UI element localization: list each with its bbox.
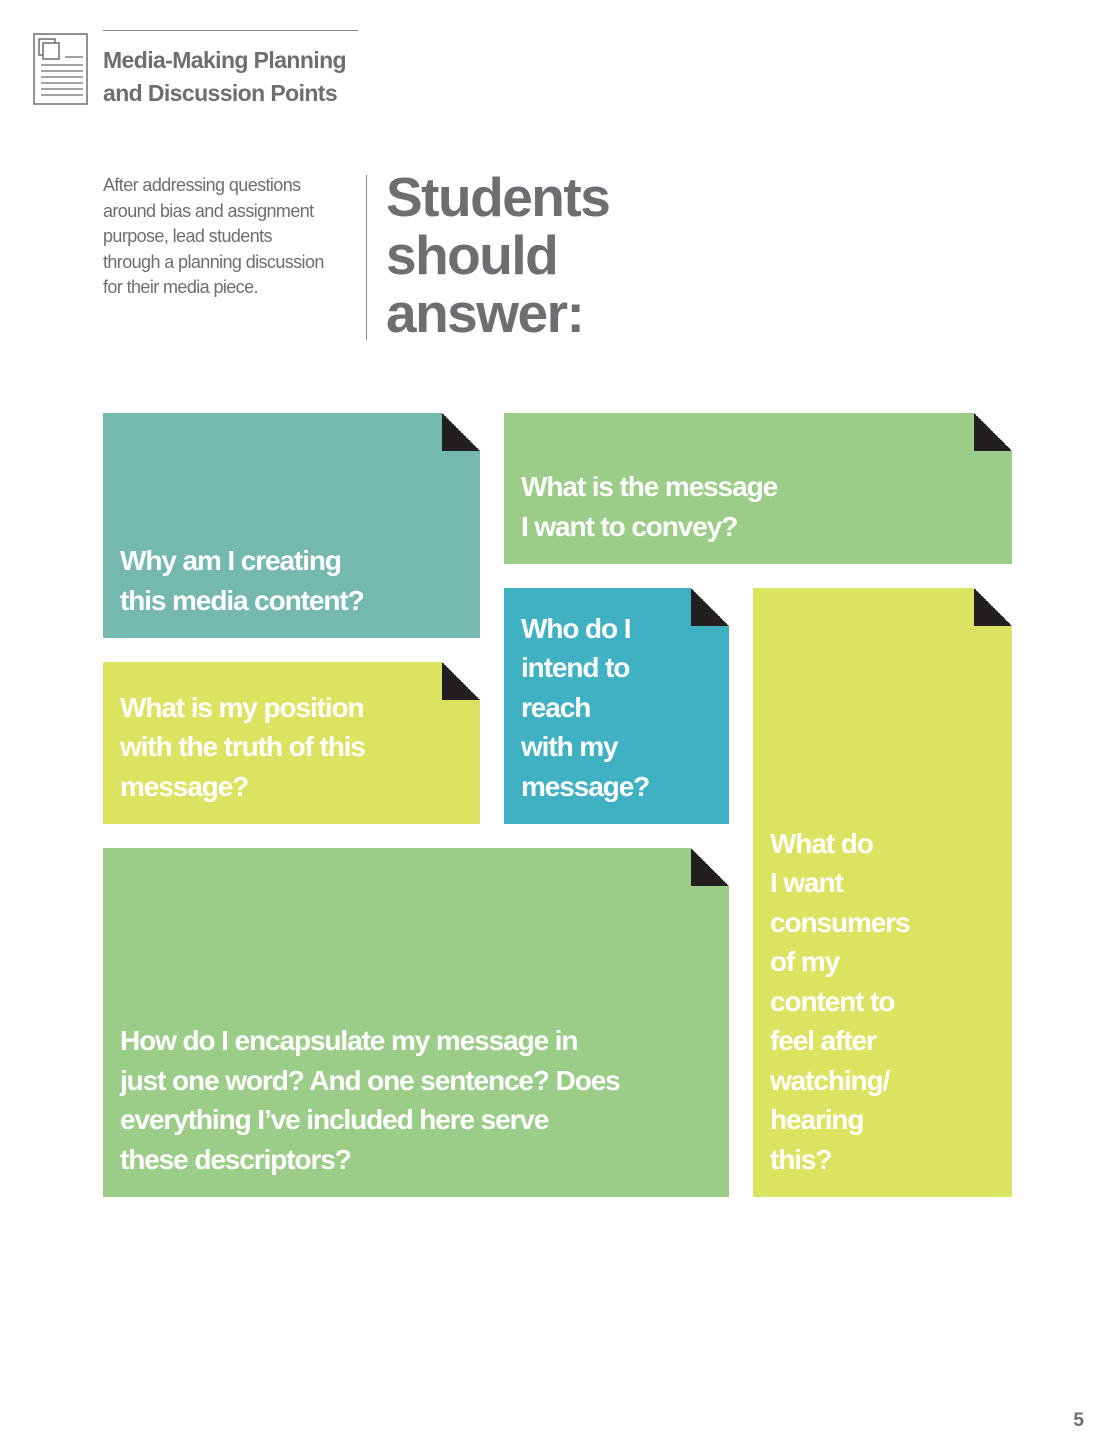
folded-corner-icon [442,413,480,451]
heading-line: Students [386,166,611,228]
page-heading: Students should answer: [386,168,686,342]
folded-corner-icon [691,588,729,626]
question-line: just one word? And one sentence? Does [120,1064,621,1096]
intro-line: around bias and assignment [103,200,314,221]
question-card-audience: Who do I intend to reach with my message… [504,588,729,824]
intro-paragraph: After addressing questions around bias a… [103,173,353,301]
question-text: Why am I creating this media content? [120,541,466,620]
question-line: What is my position [120,691,365,723]
question-text: What is my position with the truth of th… [120,688,466,807]
question-line: reach [521,691,591,723]
question-line: I want [770,867,844,898]
header-title-line: Media-Making Planning [103,47,347,73]
folded-corner-icon [691,848,729,886]
question-line: What do [770,827,874,859]
folded-corner-icon [974,413,1012,451]
document-icon [33,33,88,105]
question-line: How do I encapsulate my message in [120,1025,579,1056]
folded-corner-icon [974,588,1012,626]
intro-line: through a planning discussion [103,251,324,272]
question-card-position: What is my position with the truth of th… [103,662,480,824]
intro-line: After addressing questions [103,175,301,195]
question-line: hearing [770,1104,865,1135]
page-number: 5 [1073,1410,1084,1431]
question-text: What do I want consumers of my content t… [770,824,998,1180]
question-card-feel: What do I want consumers of my content t… [753,588,1012,1197]
heading-line: should [386,224,559,286]
question-line: everything I’ve included here serve [120,1104,549,1135]
question-line: I want to convey? [521,510,738,542]
question-line: content to [770,985,895,1017]
question-line: watching/ [770,1064,890,1096]
question-line: with the truth of this [120,731,366,762]
header-rule [103,30,358,31]
question-line: this media content? [120,584,365,616]
question-line: message? [120,770,249,802]
question-card-why: Why am I creating this media content? [103,413,480,638]
question-line: of my [770,946,840,977]
intro-line: for their media piece. [103,277,258,297]
heading-line: answer: [386,282,585,344]
question-line: feel after [770,1025,877,1056]
question-line: intend to [521,652,630,683]
intro-line: purpose, lead students [103,226,273,246]
header-title: Media-Making Planning and Discussion Poi… [103,44,403,110]
question-line: message? [521,770,650,802]
question-text: What is the message I want to convey? [521,467,998,546]
question-line: Why am I creating [120,545,342,576]
question-line: this? [770,1143,832,1175]
question-text: How do I encapsulate my message in just … [120,1021,715,1179]
question-text: Who do I intend to reach with my message… [521,609,715,807]
question-line: these descriptors? [120,1143,352,1175]
question-line: What is the message [521,471,778,502]
question-line: consumers [770,906,911,938]
question-line: with my [521,731,619,762]
vertical-divider [366,175,367,340]
question-line: Who do I [521,612,631,644]
question-card-message: What is the message I want to convey? [504,413,1012,564]
question-card-encapsulate: How do I encapsulate my message in just … [103,848,729,1197]
folded-corner-icon [442,662,480,700]
header-title-line: and Discussion Points [103,80,338,106]
